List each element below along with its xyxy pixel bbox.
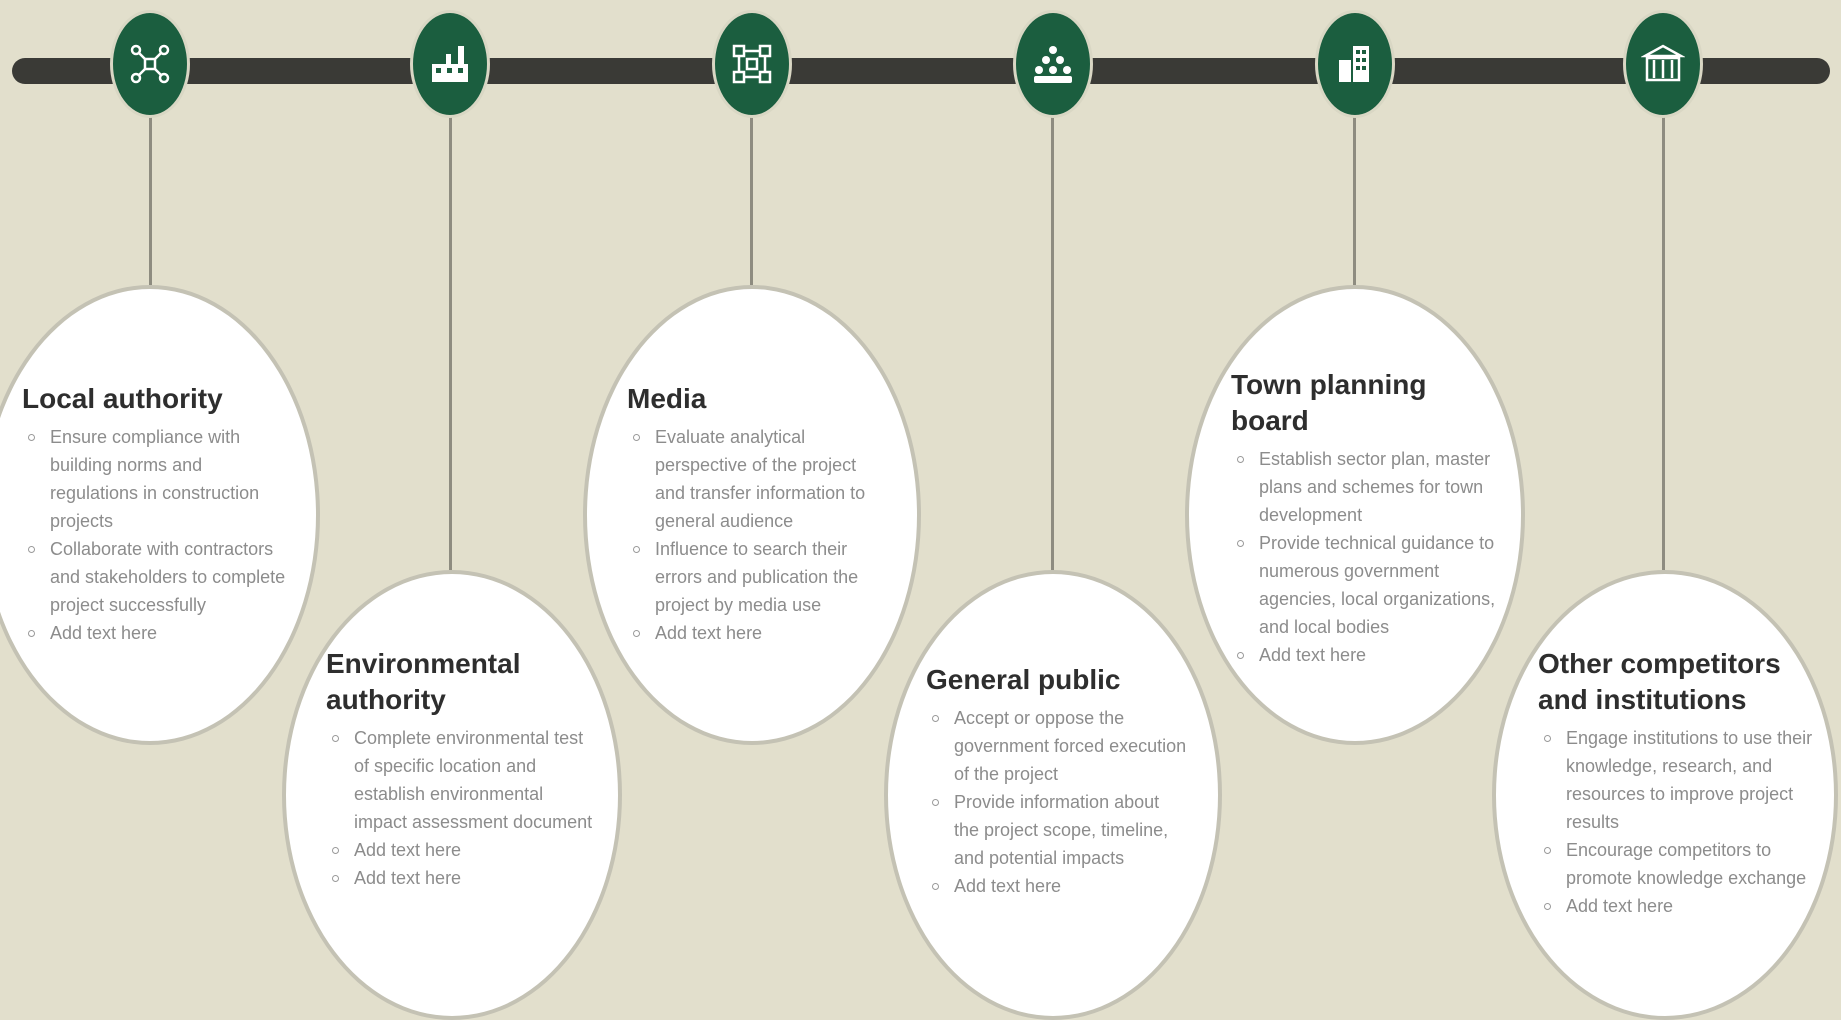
bullet-dot-icon xyxy=(932,799,939,806)
bullet-item: Evaluate analytical perspective of the p… xyxy=(627,423,885,535)
bullet-item: Ensure compliance with building norms an… xyxy=(22,423,292,535)
institution-icon xyxy=(1623,10,1703,118)
crowd-icon xyxy=(1013,10,1093,118)
connector-environmental-authority xyxy=(449,105,452,570)
bullet-dot-icon xyxy=(332,735,339,742)
stakeholder-title: Other competitors and institutions xyxy=(1538,648,1781,715)
stakeholder-title: Environmental authority xyxy=(326,648,521,715)
bullet-item: Provide information about the project sc… xyxy=(926,788,1188,872)
stakeholder-title: Local authority xyxy=(22,383,223,414)
bullet-item: Add text here xyxy=(926,872,1188,900)
stakeholder-oval-media: Media Evaluate analytical perspective of… xyxy=(583,285,921,745)
connector-other-competitors xyxy=(1662,105,1665,570)
bullet-list: Engage institutions to use their knowled… xyxy=(1538,724,1814,920)
media-network-icon xyxy=(712,10,792,118)
bullet-list: Accept or oppose the government forced e… xyxy=(926,704,1188,900)
bullet-item: Add text here xyxy=(22,619,292,647)
timeline-bar xyxy=(12,58,1830,84)
bullet-item: Add text here xyxy=(326,836,598,864)
stakeholder-oval-general-public: General public Accept or oppose the gove… xyxy=(884,570,1222,1020)
stakeholder-oval-other-competitors: Other competitors and institutions Engag… xyxy=(1492,570,1838,1020)
bullet-dot-icon xyxy=(633,630,640,637)
bullet-dot-icon xyxy=(633,434,640,441)
bullet-list: Ensure compliance with building norms an… xyxy=(22,423,292,647)
bullet-list: Establish sector plan, master plans and … xyxy=(1231,445,1499,669)
connector-general-public xyxy=(1051,105,1054,570)
bullet-list: Complete environmental test of specific … xyxy=(326,724,598,892)
stakeholder-oval-town-planning-board: Town planning board Establish sector pla… xyxy=(1185,285,1525,745)
stakeholder-oval-environmental-authority: Environmental authority Complete environ… xyxy=(282,570,622,1020)
stakeholder-title: General public xyxy=(926,664,1121,695)
bullet-item: Add text here xyxy=(326,864,598,892)
bullet-dot-icon xyxy=(28,630,35,637)
bullet-dot-icon xyxy=(28,546,35,553)
connector-town-planning-board xyxy=(1353,105,1356,285)
bullet-dot-icon xyxy=(932,883,939,890)
bullet-dot-icon xyxy=(332,875,339,882)
bullet-dot-icon xyxy=(1237,540,1244,547)
bullet-item: Add text here xyxy=(627,619,885,647)
stakeholder-title: Media xyxy=(627,383,707,414)
bullet-item: Influence to search their errors and pub… xyxy=(627,535,885,619)
bullet-dot-icon xyxy=(1237,456,1244,463)
bullet-item: Accept or oppose the government forced e… xyxy=(926,704,1188,788)
bullet-dot-icon xyxy=(1237,652,1244,659)
bullet-dot-icon xyxy=(28,434,35,441)
buildings-icon xyxy=(1315,10,1395,118)
connector-media xyxy=(750,105,753,285)
bullet-item: Establish sector plan, master plans and … xyxy=(1231,445,1499,529)
bullet-item: Engage institutions to use their knowled… xyxy=(1538,724,1814,836)
bullet-dot-icon xyxy=(1544,847,1551,854)
bullet-item: Provide technical guidance to numerous g… xyxy=(1231,529,1499,641)
bullet-dot-icon xyxy=(932,715,939,722)
bullet-dot-icon xyxy=(1544,735,1551,742)
bullet-list: Evaluate analytical perspective of the p… xyxy=(627,423,885,647)
bullet-item: Collaborate with contractors and stakeho… xyxy=(22,535,292,619)
connector-local-authority xyxy=(149,105,152,285)
bullet-item: Add text here xyxy=(1538,892,1814,920)
factory-icon xyxy=(410,10,490,118)
bullet-dot-icon xyxy=(332,847,339,854)
bullet-item: Complete environmental test of specific … xyxy=(326,724,598,836)
network-nodes-icon xyxy=(110,10,190,118)
bullet-item: Add text here xyxy=(1231,641,1499,669)
stakeholder-oval-local-authority: Local authority Ensure compliance with b… xyxy=(0,285,320,745)
bullet-dot-icon xyxy=(633,546,640,553)
stakeholder-title: Town planning board xyxy=(1231,369,1427,436)
bullet-item: Encourage competitors to promote knowled… xyxy=(1538,836,1814,892)
bullet-dot-icon xyxy=(1544,903,1551,910)
